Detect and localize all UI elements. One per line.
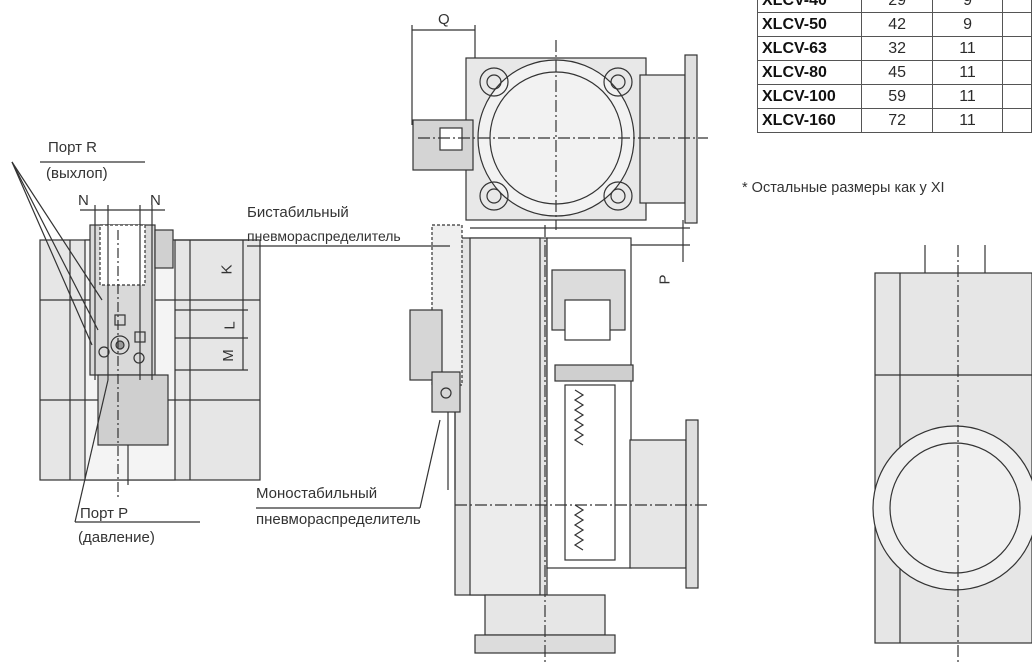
dim-k-label: K	[218, 264, 236, 275]
port-p-label: Порт Р	[80, 505, 129, 522]
port-p-description: (давление)	[78, 529, 155, 546]
front-section-view	[247, 220, 710, 662]
value-cell: 32	[861, 36, 933, 61]
port-r-description: (выхлоп)	[46, 165, 108, 182]
value-cell: 59	[861, 84, 933, 109]
value-cell: 42	[861, 12, 933, 37]
bistable-valve-label-2: пневмораспределитель	[247, 228, 401, 244]
model-cell: XLCV-100	[756, 84, 863, 109]
value-cell: 45	[861, 60, 933, 85]
model-cell: XLCV-63	[756, 36, 863, 61]
dim-n-right: N	[150, 192, 161, 209]
table-row: XLCV-63 32 11	[756, 36, 1032, 61]
bistable-valve-label: Бистабильный	[247, 204, 349, 221]
port-r-label: Порт R	[48, 139, 98, 156]
model-cell: XLCV-160	[756, 108, 863, 133]
monostable-valve-label-2: пневмораспределитель	[256, 511, 421, 528]
table-row: XLCV-100 59 11	[756, 84, 1032, 109]
value-cell: 11	[931, 108, 1004, 133]
table-row: XLCV-80 45 11	[756, 60, 1032, 85]
model-cell: XLCV-50	[756, 12, 863, 37]
value-cell	[1002, 12, 1032, 37]
value-cell: 11	[931, 84, 1004, 109]
dim-m-label: M	[219, 349, 237, 362]
value-cell	[1002, 0, 1032, 13]
left-side-view	[11, 161, 261, 523]
value-cell	[1002, 60, 1032, 85]
value-cell: 29	[861, 0, 933, 13]
model-cell: XLCV-40	[756, 0, 863, 13]
dim-p-label: P	[656, 274, 674, 285]
model-cell: XLCV-80	[756, 60, 863, 85]
value-cell: 72	[861, 108, 933, 133]
monostable-valve-label: Моностабильный	[256, 485, 378, 502]
dimensions-table: XLCV-40 29 9 XLCV-50 42 9 XLCV-63 32 11 …	[756, 0, 1032, 133]
table-footnote: * Остальные размеры как у XI	[742, 180, 945, 196]
table-row: XLCV-50 42 9	[756, 12, 1032, 37]
table-row: XLCV-40 29 9	[756, 0, 1032, 13]
dim-n-left: N	[78, 192, 89, 209]
right-side-view	[872, 245, 1032, 662]
value-cell	[1002, 36, 1032, 61]
top-view	[411, 25, 708, 230]
value-cell	[1002, 108, 1032, 133]
value-cell: 11	[931, 60, 1004, 85]
value-cell: 9	[931, 0, 1004, 13]
table-row: XLCV-160 72 11	[756, 108, 1032, 133]
dim-l-label: L	[221, 321, 239, 330]
value-cell: 11	[931, 36, 1004, 61]
dim-q-label: Q	[438, 11, 450, 28]
value-cell: 9	[931, 12, 1004, 37]
value-cell	[1002, 84, 1032, 109]
